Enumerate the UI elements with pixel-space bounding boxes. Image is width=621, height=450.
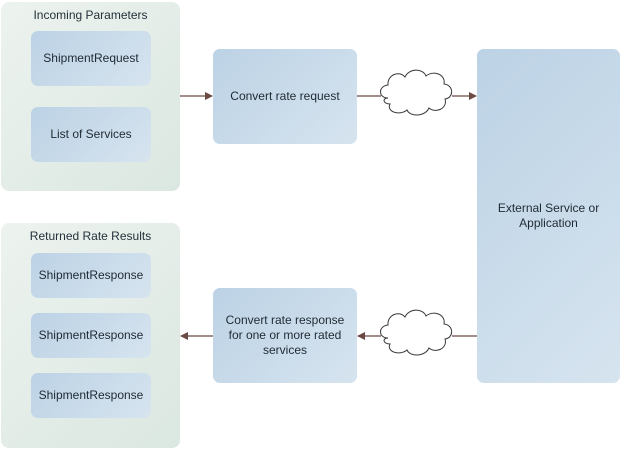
shipment-response-box-2: ShipmentResponse: [31, 313, 151, 358]
returned-rate-results-title: Returned Rate Results: [29, 229, 152, 243]
cloud-icon-top: [380, 69, 453, 116]
external-service-box: External Service or Application: [477, 49, 620, 383]
convert-rate-response-label: Convert rate response for one or more ra…: [225, 313, 345, 357]
list-of-services-label: List of Services: [50, 127, 132, 141]
convert-rate-request-box: Convert rate request: [213, 49, 357, 144]
shipment-response-label-2: ShipmentResponse: [38, 328, 144, 342]
list-of-services-box: List of Services: [31, 107, 151, 162]
shipment-request-box: ShipmentRequest: [31, 31, 151, 86]
shipment-response-box-1: ShipmentResponse: [31, 253, 151, 298]
external-service-label: External Service or Application: [497, 201, 600, 230]
cloud-icon-bottom: [380, 309, 453, 356]
convert-rate-request-label: Convert rate request: [230, 89, 340, 103]
shipment-response-box-3: ShipmentResponse: [31, 373, 151, 418]
convert-rate-response-box: Convert rate response for one or more ra…: [213, 288, 357, 383]
shipment-response-label-3: ShipmentResponse: [38, 388, 144, 402]
incoming-parameters-title: Incoming Parameters: [33, 8, 148, 22]
shipment-request-label: ShipmentRequest: [43, 51, 139, 65]
shipment-response-label-1: ShipmentResponse: [38, 268, 144, 282]
